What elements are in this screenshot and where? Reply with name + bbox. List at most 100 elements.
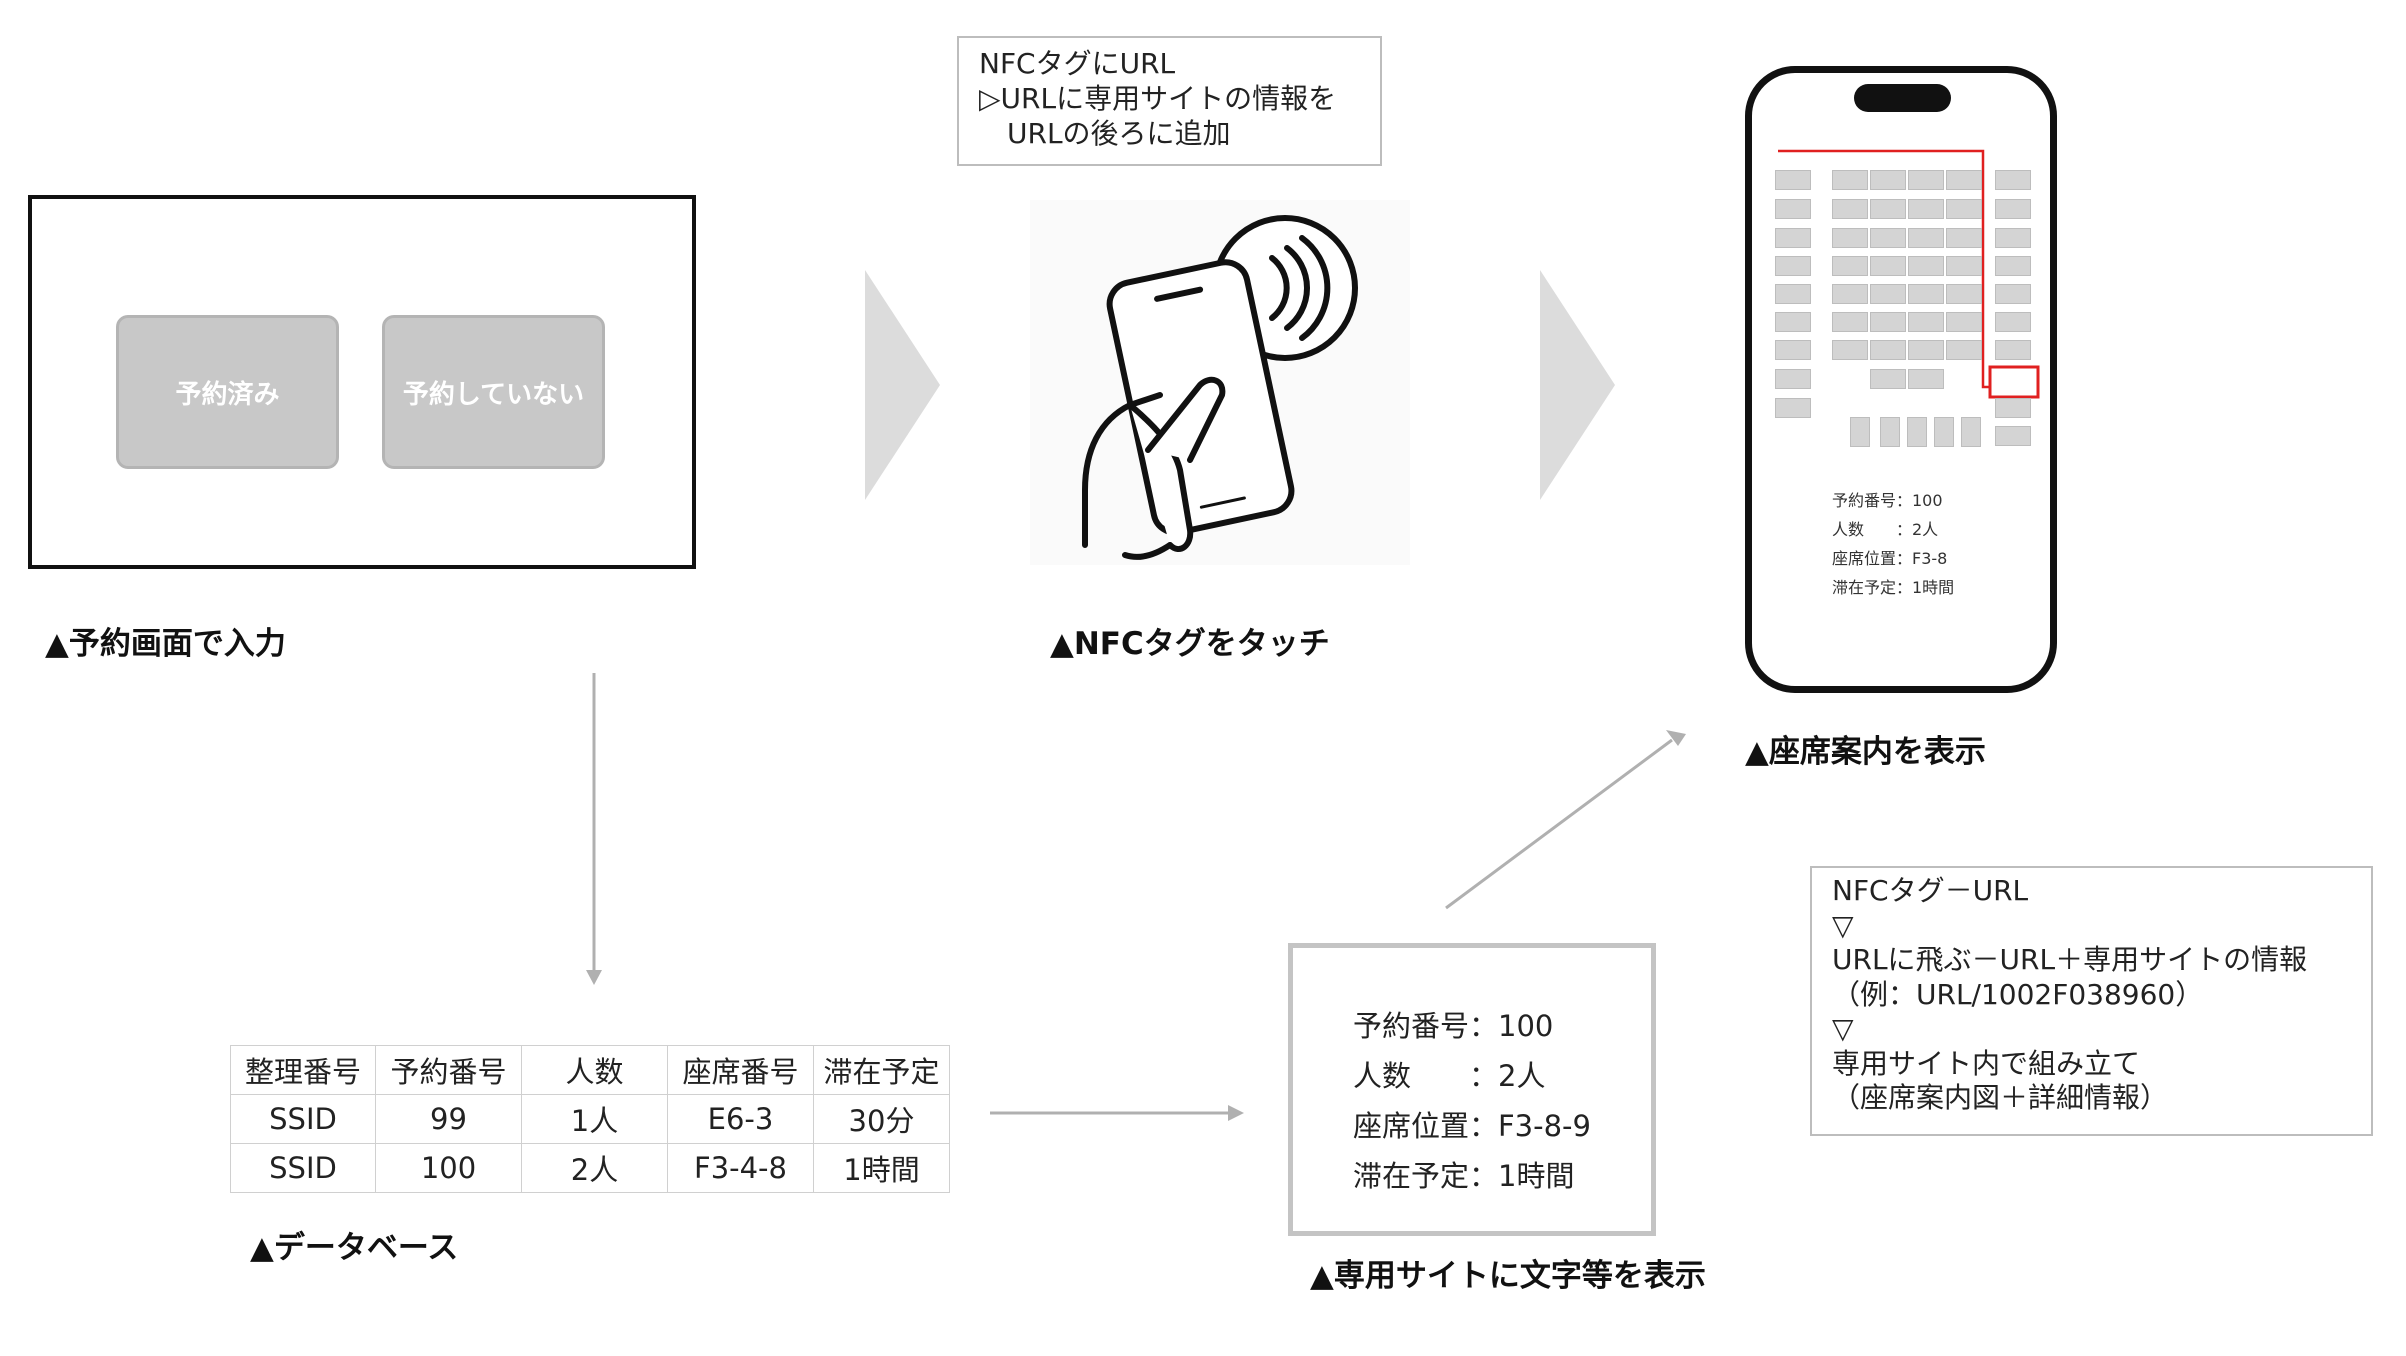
target-seat-highlight xyxy=(1988,365,2040,399)
phone-info-line: 人数 ：2人 xyxy=(1832,520,1939,539)
phone-dynamic-island xyxy=(1854,84,1951,112)
seat xyxy=(1832,199,1868,219)
flow-note-line: （例：URL/1002F038960） xyxy=(1832,977,2204,1011)
seat xyxy=(1870,312,1906,332)
table-cell: F3-4-8 xyxy=(667,1143,814,1193)
seat xyxy=(1934,417,1954,447)
seat xyxy=(1880,417,1900,447)
site-caption: ▲専用サイトに文字等を表示 xyxy=(1310,1258,1706,1294)
phone-info-line: 滞在予定：1時間 xyxy=(1832,578,1955,597)
seat xyxy=(1946,312,1982,332)
flow-note-line: ▽ xyxy=(1832,908,1854,942)
seat xyxy=(1995,398,2031,418)
reservation-caption: ▲予約画面で入力 xyxy=(45,626,286,662)
table-cell: E6-3 xyxy=(667,1094,814,1144)
site-line: 人数 ：2人 xyxy=(1353,1059,1546,1093)
table-cell: 100 xyxy=(375,1143,522,1193)
nfc-touch-icon xyxy=(1082,215,1358,560)
nfc-note-line: URLの後ろに追加 xyxy=(979,117,1231,150)
seat xyxy=(1775,170,1811,190)
seat xyxy=(1946,199,1982,219)
seat xyxy=(1775,340,1811,360)
seat xyxy=(1946,284,1982,304)
nfc-caption: ▲NFCタグをタッチ xyxy=(1050,626,1330,662)
table-cell: 30分 xyxy=(813,1094,950,1144)
seat xyxy=(1775,312,1811,332)
seat xyxy=(1775,398,1811,418)
reserved-button[interactable]: 予約済み xyxy=(116,315,339,469)
seat xyxy=(1832,312,1868,332)
flow-note-line: URLに飛ぶ－URL＋専用サイトの情報 xyxy=(1832,943,2308,976)
seat xyxy=(1908,199,1944,219)
seat xyxy=(1832,284,1868,304)
arrow-database-to-site xyxy=(990,1105,1244,1121)
seat xyxy=(1870,284,1906,304)
seat-guide-caption: ▲座席案内を表示 xyxy=(1745,734,1986,770)
not-reserved-button[interactable]: 予約していない xyxy=(382,315,605,469)
column-header: 座席番号 xyxy=(667,1045,814,1095)
site-line: 座席位置：F3-8-9 xyxy=(1353,1109,1591,1143)
phone-info-line: 座席位置：F3-8 xyxy=(1832,549,1948,568)
seat xyxy=(1995,199,2031,219)
chevron-arrow-1 xyxy=(865,270,940,500)
dedicated-site-box: 予約番号：100 人数 ：2人 座席位置：F3-8-9 滞在予定：1時間 xyxy=(1288,943,1656,1236)
site-line: 滞在予定：1時間 xyxy=(1353,1159,1575,1193)
nfc-note-line: NFCタグにURL xyxy=(979,47,1176,80)
seat xyxy=(1775,256,1811,276)
column-header: 予約番号 xyxy=(375,1045,522,1095)
seat xyxy=(1908,228,1944,248)
seat xyxy=(1995,170,2031,190)
column-header: 人数 xyxy=(521,1045,668,1095)
seat xyxy=(1870,199,1906,219)
chevron-arrow-2 xyxy=(1540,270,1615,500)
table-cell: 1時間 xyxy=(813,1143,950,1193)
seat xyxy=(1832,228,1868,248)
seat-route-line xyxy=(1778,149,1990,389)
seat xyxy=(1775,228,1811,248)
seat xyxy=(1946,256,1982,276)
table-cell: 2人 xyxy=(521,1143,668,1193)
table-row: SSID 100 2人 F3-4-8 1時間 xyxy=(230,1143,950,1193)
seat xyxy=(1995,256,2031,276)
database-table: 整理番号 予約番号 人数 座席番号 滞在予定 SSID 99 1人 E6-3 3… xyxy=(230,1045,950,1193)
database-caption: ▲データベース xyxy=(250,1230,459,1266)
flow-note: NFCタグ－URL ▽ URLに飛ぶ－URL＋専用サイトの情報 （例：URL/1… xyxy=(1810,866,2373,1136)
table-header-row: 整理番号 予約番号 人数 座席番号 滞在予定 xyxy=(230,1045,950,1095)
seat xyxy=(1908,340,1944,360)
seat xyxy=(1961,417,1981,447)
seat xyxy=(1995,426,2031,446)
seat xyxy=(1908,256,1944,276)
seat xyxy=(1870,369,1906,389)
seat xyxy=(1908,312,1944,332)
table-cell: SSID xyxy=(230,1143,376,1193)
nfc-note: NFCタグにURL ▷URLに専用サイトの情報を URLの後ろに追加 xyxy=(957,36,1382,166)
seat xyxy=(1832,256,1868,276)
seat xyxy=(1870,340,1906,360)
seat xyxy=(1870,256,1906,276)
column-header: 整理番号 xyxy=(230,1045,376,1095)
table-row: SSID 99 1人 E6-3 30分 xyxy=(230,1094,950,1144)
seat xyxy=(1995,284,2031,304)
nfc-note-line: ▷URLに専用サイトの情報を xyxy=(979,82,1337,115)
flow-note-line: 専用サイト内で組み立て xyxy=(1832,1046,2141,1080)
seat xyxy=(1775,199,1811,219)
arrow-site-to-phone xyxy=(1445,730,1686,910)
site-line: 予約番号：100 xyxy=(1353,1009,1554,1043)
seat xyxy=(1908,284,1944,304)
flow-note-line: NFCタグ－URL xyxy=(1832,874,2029,907)
seat xyxy=(1870,228,1906,248)
table-cell: 1人 xyxy=(521,1094,668,1144)
table-cell: SSID xyxy=(230,1094,376,1144)
seat xyxy=(1908,369,1944,389)
seat xyxy=(1946,340,1982,360)
seat xyxy=(1995,228,2031,248)
seat xyxy=(1995,312,2031,332)
arrow-down-to-database xyxy=(586,673,602,985)
flow-note-line: （座席案内図＋詳細情報） xyxy=(1832,1081,2169,1114)
seat xyxy=(1995,340,2031,360)
flow-note-line: ▽ xyxy=(1832,1012,1854,1045)
seat xyxy=(1946,228,1982,248)
seat xyxy=(1832,340,1868,360)
